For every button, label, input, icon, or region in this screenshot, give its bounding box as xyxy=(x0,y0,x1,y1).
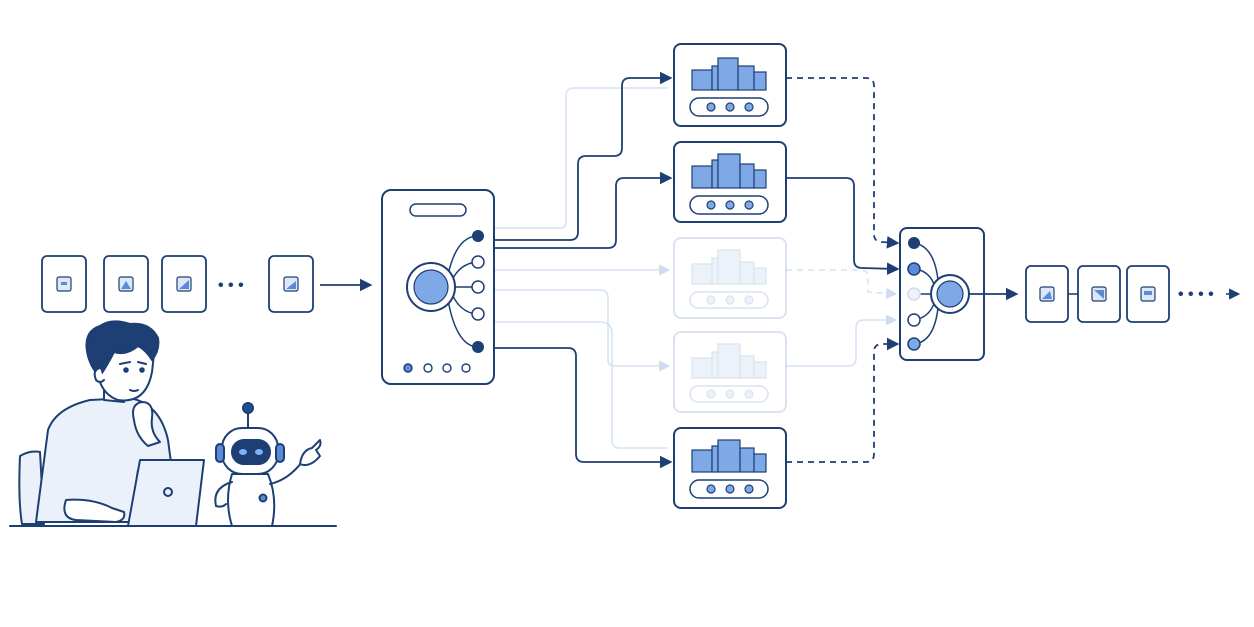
robot-antenna-icon xyxy=(242,402,254,414)
input-token xyxy=(103,255,149,313)
route-to-expert-1-faded xyxy=(494,87,668,229)
route-to-expert-4 xyxy=(494,289,671,372)
router-port-active xyxy=(472,230,484,242)
expert-4-to-combiner xyxy=(786,314,898,367)
combiner-port xyxy=(907,287,921,301)
expert-3-to-combiner xyxy=(786,269,898,299)
robot-illustration xyxy=(214,402,322,527)
expert-2-block xyxy=(673,141,787,223)
input-ellipsis: • • • xyxy=(218,277,244,294)
route-to-expert-5 xyxy=(494,347,673,469)
route-to-expert-2 xyxy=(494,171,673,249)
inactive-routes xyxy=(494,87,898,449)
person-illustration xyxy=(9,320,337,527)
combiner-block xyxy=(899,227,1019,361)
router-port xyxy=(471,280,485,294)
expert-5-to-combiner xyxy=(786,337,900,463)
output-token xyxy=(1025,265,1069,323)
router-port xyxy=(471,307,485,321)
input-token xyxy=(268,255,314,313)
route-to-expert-1 xyxy=(494,71,673,241)
expert-5-block xyxy=(673,427,787,509)
input-token xyxy=(41,255,87,313)
robot-visor xyxy=(231,439,271,465)
combiner-port-active xyxy=(907,337,921,351)
router-indicator-dots xyxy=(403,363,471,373)
active-routes xyxy=(494,71,900,469)
expert-4-block xyxy=(673,331,787,413)
output-token xyxy=(1126,265,1170,323)
router-block xyxy=(381,189,495,385)
expert-1-block xyxy=(673,43,787,127)
combiner-port-active xyxy=(907,262,921,276)
input-token-sequence: • • • xyxy=(41,255,373,313)
expert-1-to-combiner xyxy=(786,77,900,249)
expert-3-block xyxy=(673,237,787,319)
output-token-sequence: • • • • xyxy=(1025,265,1241,323)
input-token xyxy=(161,255,207,313)
combiner-port xyxy=(907,313,921,327)
route-to-expert-5-faded xyxy=(494,321,668,449)
combiner-port-active xyxy=(908,237,920,249)
router-port xyxy=(471,255,485,269)
expert-2-to-combiner xyxy=(786,177,900,276)
router-port-active xyxy=(472,341,484,353)
router-header-slot xyxy=(409,203,467,217)
output-ellipsis: • • • • xyxy=(1178,286,1214,303)
output-token xyxy=(1077,265,1121,323)
